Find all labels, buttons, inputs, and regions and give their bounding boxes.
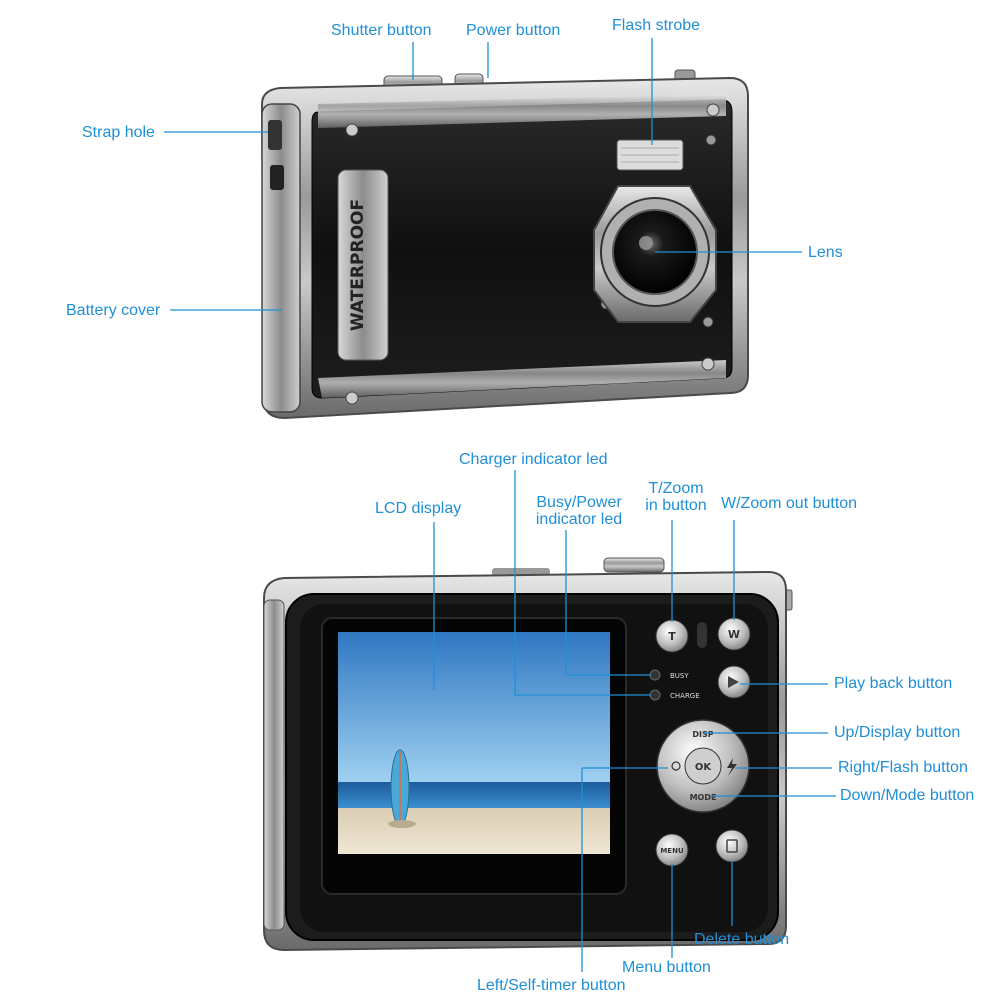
callout-lines — [164, 38, 836, 972]
label-t-zoom-line2: in button — [645, 497, 707, 514]
label-down-mode: Down/Mode button — [840, 787, 975, 804]
disp-button-text: DISP — [692, 730, 713, 739]
label-strap-hole: Strap hole — [82, 124, 155, 141]
label-busy-power-led-line1: Busy/Power — [536, 494, 622, 511]
label-menu: Menu button — [622, 959, 711, 976]
strap-hole-shape — [268, 120, 282, 150]
label-charger-indicator-led: Charger indicator led — [459, 451, 608, 468]
menu-button-text: MENU — [660, 847, 684, 855]
mode-button-text: MODE — [690, 793, 717, 802]
label-up-display: Up/Display button — [834, 724, 961, 741]
label-w-zoom: W/Zoom out button — [721, 495, 858, 512]
label-busy-power-led-line2: indicator led — [535, 511, 623, 528]
label-busy-power-led: Busy/Power indicator led — [530, 494, 628, 528]
label-right-flash: Right/Flash button — [838, 759, 968, 776]
front-camera: WATERPROOF — [260, 69, 749, 420]
label-power-button: Power button — [466, 22, 561, 39]
delete-button-shape — [715, 829, 749, 863]
flash-icon — [727, 758, 737, 776]
label-playback: Play back button — [834, 675, 953, 692]
label-lcd-display: LCD display — [375, 500, 462, 517]
w-button-text: W — [728, 628, 740, 641]
ok-button-text: OK — [695, 762, 713, 773]
trash-icon — [726, 839, 738, 853]
label-shutter-button: Shutter button — [331, 22, 432, 39]
busy-led-text: BUSY — [670, 672, 689, 680]
label-battery-cover: Battery cover — [66, 302, 161, 319]
charge-led-text: CHARGE — [670, 692, 700, 700]
back-camera: BUSY CHARGE T W OK DISP MODE MENU — [263, 557, 793, 952]
label-t-zoom-line1: T/Zoom — [648, 480, 704, 497]
t-button-text: T — [668, 630, 676, 643]
label-lens: Lens — [808, 244, 843, 261]
lcd-display-shape — [338, 632, 610, 854]
waterproof-text: WATERPROOF — [348, 199, 368, 331]
label-t-zoom: T/Zoom in button — [638, 480, 714, 514]
battery-cover-shape — [261, 103, 301, 413]
label-flash-strobe: Flash strobe — [612, 17, 701, 34]
lens-shape — [593, 185, 717, 323]
label-delete: Delete button — [694, 931, 790, 948]
self-timer-icon — [671, 761, 681, 771]
label-left-self-timer: Left/Self-timer button — [477, 977, 626, 994]
